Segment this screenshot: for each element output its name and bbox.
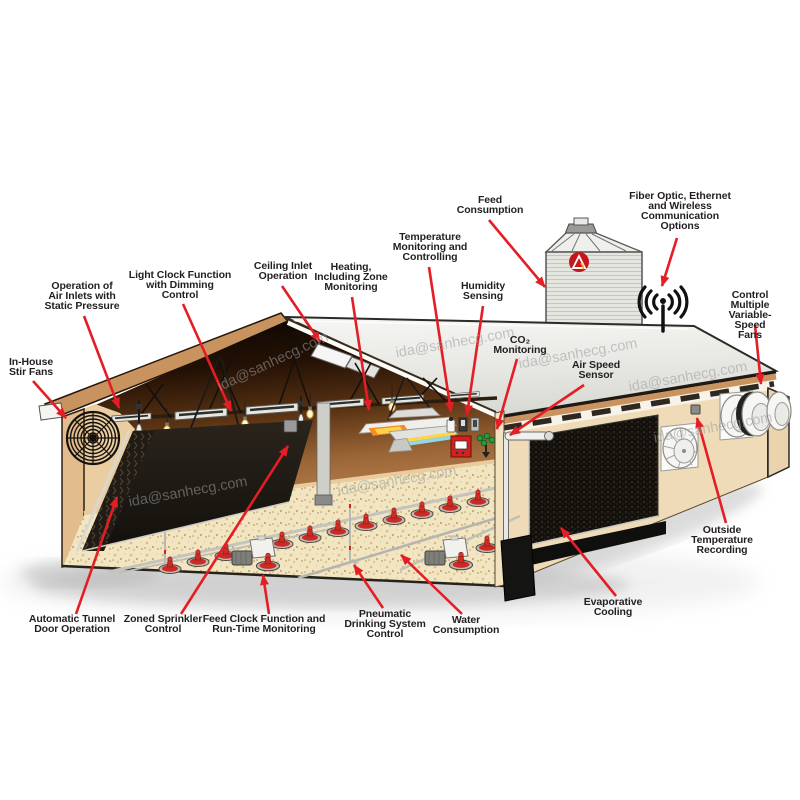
label-humidity: Humidity Sensing xyxy=(460,280,506,302)
outside-temp-sensor xyxy=(690,404,701,415)
label-feed-consumption: Feed Consumption xyxy=(456,194,524,216)
silo-logo-icon xyxy=(569,252,589,272)
arrow-humidity xyxy=(464,305,485,416)
label-fans-control: Control Multiple Variable-Speed Fans xyxy=(728,289,772,341)
arrow-ceiling-inlet xyxy=(280,285,322,343)
arrow-feed-clock xyxy=(260,574,271,615)
co2-sensor xyxy=(476,432,496,458)
feed-line-1 xyxy=(107,485,501,574)
tunnel-door-curtain xyxy=(75,419,313,552)
arrow-water xyxy=(400,554,463,615)
sprinkler-nozzle xyxy=(283,419,298,433)
label-air-inlets: Operation of Air Inlets with Static Pres… xyxy=(44,280,120,312)
arrow-co2 xyxy=(495,358,519,430)
label-outside-temp: Outside Temperature Recording xyxy=(691,524,753,556)
label-heating: Heating, Including Zone Monitoring xyxy=(314,261,388,293)
drinker-line xyxy=(297,515,501,580)
arrow-stir-fans xyxy=(32,380,67,419)
temperature-sensor xyxy=(446,419,456,433)
building-right-end xyxy=(736,386,792,479)
wall-inlet-vents xyxy=(502,381,775,431)
label-temperature: Temperature Monitoring and Controlling xyxy=(392,231,468,263)
label-ceiling-inlet: Ceiling Inlet Operation xyxy=(253,260,313,282)
arrow-temperature xyxy=(427,266,454,413)
arrow-drinking xyxy=(352,564,385,609)
base-plinth xyxy=(500,521,666,602)
label-co2: CO₂ Monitoring xyxy=(493,334,547,356)
label-stir-fans: In-House Stir Fans xyxy=(8,356,54,378)
arrow-fiber-optic xyxy=(660,237,679,287)
controller-box xyxy=(450,435,472,458)
label-sprinkler: Zoned Sprinkler Control xyxy=(123,613,203,635)
arrow-air-inlets xyxy=(82,315,121,409)
label-light-clock: Light Clock Function with Dimming Contro… xyxy=(128,269,232,301)
feed-silo xyxy=(544,217,643,337)
arrow-fans-control xyxy=(753,324,765,385)
label-air-speed: Air Speed Sensor xyxy=(571,359,621,381)
label-water: Water Consumption xyxy=(432,614,500,636)
arrow-outside-temp xyxy=(695,417,728,524)
vertical-duct xyxy=(314,402,333,506)
label-feed-clock: Feed Clock Function and Run-Time Monitor… xyxy=(202,613,326,635)
label-drinking: Pneumatic Drinking System Control xyxy=(344,608,426,640)
label-fiber-optic: Fiber Optic, Ethernet and Wireless Commu… xyxy=(629,190,731,232)
arrow-heating xyxy=(350,296,372,411)
arrow-sprinkler xyxy=(179,445,290,615)
arrow-evaporative xyxy=(559,527,618,597)
arrow-air-speed xyxy=(509,383,585,437)
arrow-light-clock xyxy=(181,303,233,412)
arrow-feed-consumption xyxy=(488,219,546,288)
label-evaporative: Evaporative Cooling xyxy=(583,596,643,618)
stir-fan xyxy=(65,410,121,466)
label-tunnel-door: Automatic Tunnel Door Operation xyxy=(28,613,116,635)
ceiling-inlet-panel xyxy=(310,343,353,369)
callout-arrows xyxy=(32,219,765,615)
sensor-wall xyxy=(446,417,496,458)
arrow-tunnel-door xyxy=(74,496,119,615)
bedding-floor xyxy=(63,463,504,586)
wireless-antenna-icon xyxy=(637,285,689,333)
